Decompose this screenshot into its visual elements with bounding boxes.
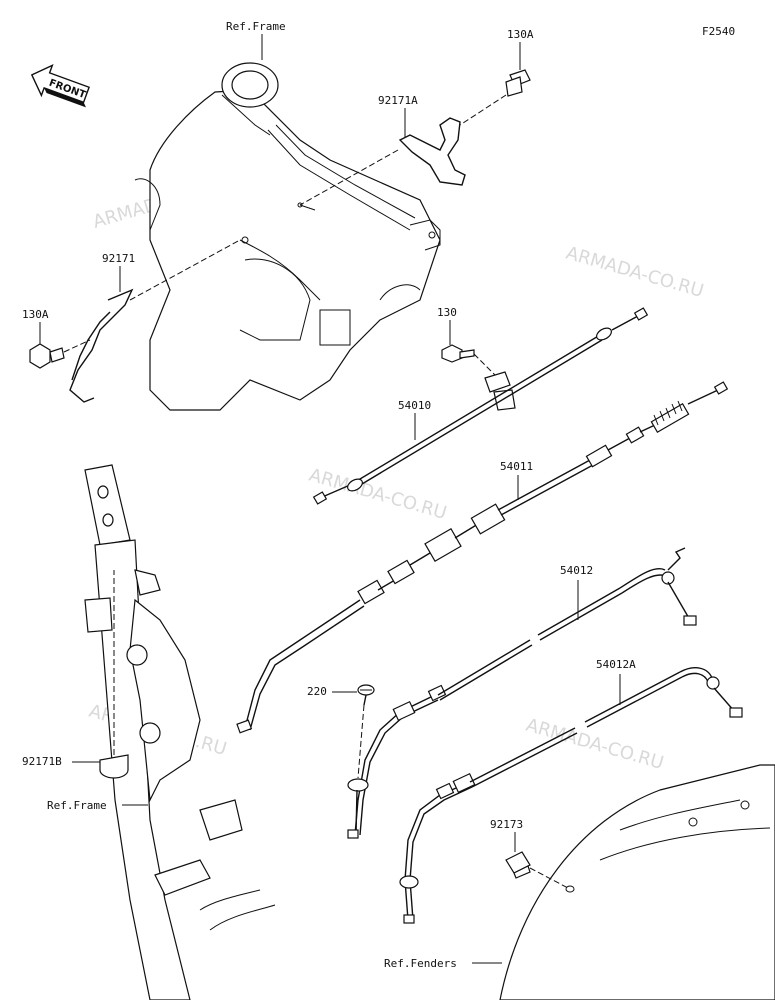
cable-bracket <box>484 371 516 411</box>
bolt-130a-left <box>29 343 65 369</box>
part-label-92171: 92171 <box>102 252 135 265</box>
lower-frame <box>84 464 276 1000</box>
ref-frame-top-label: Ref.Frame <box>226 20 286 33</box>
clip-92173 <box>505 851 531 879</box>
upper-frame <box>134 62 441 411</box>
part-label-54010: 54010 <box>398 399 431 412</box>
part-label-130a-left: 130A <box>22 308 49 321</box>
part-label-54011: 54011 <box>500 460 533 473</box>
part-label-92171a: 92171A <box>378 94 418 107</box>
part-label-54012a: 54012A <box>596 658 636 671</box>
part-label-92173: 92173 <box>490 818 523 831</box>
part-label-54012: 54012 <box>560 564 593 577</box>
cable-54012 <box>347 547 697 839</box>
part-label-220: 220 <box>307 685 327 698</box>
clamp-92171 <box>69 288 134 403</box>
cable-54010 <box>312 307 649 505</box>
cable-54012a <box>399 667 743 924</box>
screw-220 <box>357 684 375 706</box>
part-label-92171b: 92171B <box>22 755 62 768</box>
ref-fenders-label: Ref.Fenders <box>384 957 457 970</box>
figure-code: F2540 <box>702 25 735 38</box>
rear-fender <box>499 764 775 1000</box>
front-arrow-icon: FRONT <box>30 64 90 108</box>
clamp-92171a <box>398 117 466 186</box>
bolt-130a-top <box>505 69 531 97</box>
clamp-92171b <box>99 754 129 779</box>
watermark: ARMADA-CO.RU <box>564 243 706 302</box>
spring <box>650 400 690 434</box>
cable-54011 <box>236 381 729 734</box>
bolt-130 <box>441 344 475 363</box>
ref-frame-bottom-label: Ref.Frame <box>47 799 107 812</box>
part-label-130: 130 <box>437 306 457 319</box>
part-label-130a-top: 130A <box>507 28 534 41</box>
